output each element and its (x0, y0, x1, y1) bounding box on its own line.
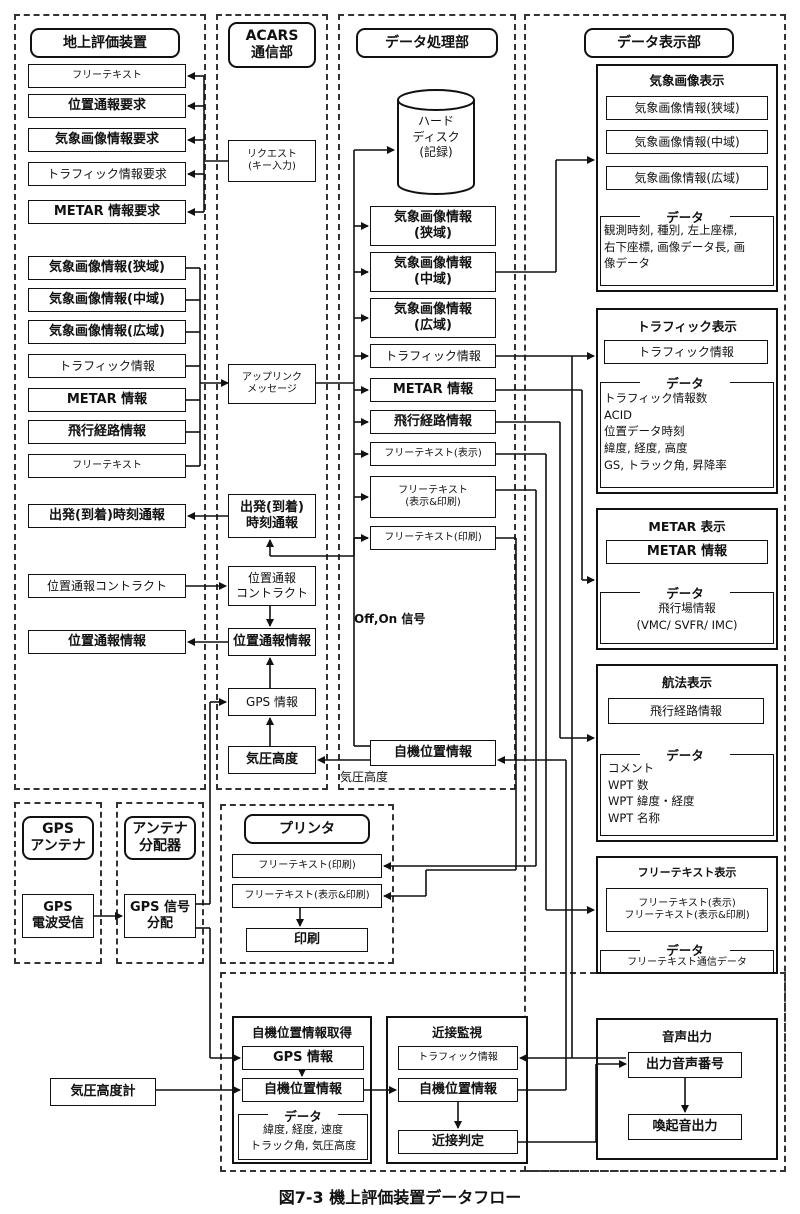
antenna-splitter-frame (116, 802, 204, 964)
acars-section-title: ACARS 通信部 (228, 22, 316, 68)
navigation-data-box (600, 754, 774, 836)
processing-section-title: データ処理部 (356, 28, 498, 58)
acars-uplink-message: アップリンク メッセージ (228, 364, 316, 404)
weather-data-text: 観測時刻, 種別, 左上座標, 右下座標, 画像データ長, 画 像データ (604, 223, 746, 271)
freetext-display-title: フリーテキスト表示 (637, 866, 737, 879)
acq-own-position: 自機位置情報 (242, 1078, 364, 1102)
ground-position-info: 位置通報情報 (28, 630, 186, 654)
baro-altimeter: 気圧高度計 (50, 1078, 156, 1106)
proc-free-text-display-print: フリーテキスト (表示&印刷) (370, 476, 496, 518)
prox-traffic: トラフィック情報 (398, 1046, 518, 1070)
traffic-display-title: トラフィック表示 (637, 319, 737, 334)
proc-weather-narrow: 気象画像情報 (狭域) (370, 206, 496, 246)
ground-departure-report: 出発(到着)時刻通報 (28, 504, 186, 528)
ground-weather-narrow: 気象画像情報(狭域) (28, 256, 186, 280)
ground-metar: METAR 情報 (28, 388, 186, 412)
metar-data-text: 飛行場情報 (VMC/ SVFR/ IMC) (636, 601, 738, 632)
audio-output-number: 出力音声番号 (628, 1052, 742, 1078)
antenna-splitter-title: アンテナ 分配器 (124, 816, 196, 860)
freetext-display-item: フリーテキスト(表示) フリーテキスト(表示&印刷) (606, 888, 768, 932)
antenna-splitter-title-text: アンテナ 分配器 (132, 821, 188, 854)
gps-antenna-frame (14, 802, 102, 964)
acars-title-text: ACARS 通信部 (245, 28, 299, 61)
printer-title: プリンタ (244, 814, 370, 844)
gps-signal-split: GPS 信号 分配 (124, 894, 196, 938)
metar-data-title: データ (640, 583, 730, 602)
ground-position-request: 位置通報要求 (28, 94, 186, 118)
acq-gps-info: GPS 情報 (242, 1046, 364, 1070)
metar-display-title: METAR 表示 (648, 519, 726, 534)
prox-own-position: 自機位置情報 (398, 1078, 518, 1102)
weather-display-narrow: 気象画像情報(狭域) (606, 96, 768, 120)
printer-free-text-print: フリーテキスト(印刷) (232, 854, 382, 878)
processing-section-frame (338, 14, 516, 790)
ground-section-frame (14, 14, 206, 790)
weather-data-box (600, 216, 774, 286)
navigation-display-title: 航法表示 (661, 675, 712, 690)
proc-weather-wide: 気象画像情報 (広域) (370, 298, 496, 338)
proc-metar: METAR 情報 (370, 378, 496, 402)
audio-alert-sound: 喚起音出力 (628, 1114, 742, 1140)
ground-free-text-2: フリーテキスト (28, 454, 186, 478)
ground-weather-mid: 気象画像情報(中域) (28, 288, 186, 312)
acars-position-info: 位置通報情報 (228, 628, 316, 656)
metar-display-item: METAR 情報 (606, 540, 768, 564)
ground-position-contract: 位置通報コントラクト (28, 574, 186, 598)
ground-weather-request: 気象画像情報要求 (28, 128, 186, 152)
traffic-data-box (600, 382, 774, 488)
ground-route: 飛行経路情報 (28, 420, 186, 444)
freetext-data-title: データ (640, 940, 730, 959)
traffic-data-text: トラフィック情報数 ACID 位置データ時刻 緯度, 経度, 高度 GS, トラ… (604, 391, 727, 472)
display-section-title: データ表示部 (584, 28, 734, 58)
ground-metar-request: METAR 情報要求 (28, 200, 186, 224)
ground-free-text-1: フリーテキスト (28, 64, 186, 88)
hard-disk-cylinder: ハード ディスク (記録) (396, 88, 476, 196)
gps-antenna-title-text: GPS アンテナ (30, 821, 86, 854)
weather-data-title: データ (640, 207, 730, 226)
traffic-data-title: データ (640, 373, 730, 392)
hard-disk-icon (397, 89, 475, 195)
gps-reception: GPS 電波受信 (22, 894, 94, 938)
acq-data-text: 緯度, 経度, 速度 トラック角, 気圧高度 (250, 1123, 356, 1152)
proc-own-position: 自機位置情報 (370, 740, 496, 766)
lower-frame (220, 972, 786, 1172)
audio-output-title: 音声出力 (661, 1029, 712, 1044)
baro-altitude-note: 気圧高度 (340, 770, 389, 784)
off-on-signal-note: Off,On 信号 (354, 612, 426, 626)
acars-baro-altitude: 気圧高度 (228, 746, 316, 774)
proc-free-text-display: フリーテキスト(表示) (370, 442, 496, 466)
printer-free-text-display-print: フリーテキスト(表示&印刷) (232, 884, 382, 908)
proximity-title: 近接監視 (431, 1025, 482, 1040)
ground-weather-wide: 気象画像情報(広域) (28, 320, 186, 344)
figure-caption: 図7-3 機上評価装置データフロー (278, 1188, 522, 1207)
printer-frame (220, 804, 394, 964)
hard-disk-label: ハード ディスク (記録) (412, 114, 460, 160)
acars-departure-report: 出発(到着) 時刻通報 (228, 494, 316, 538)
acars-request: リクエスト (キー入力) (228, 140, 316, 182)
weather-display-mid: 気象画像情報(中域) (606, 130, 768, 154)
gps-antenna-title: GPS アンテナ (22, 816, 94, 860)
navigation-data-title: データ (640, 745, 730, 764)
proc-free-text-print: フリーテキスト(印刷) (370, 526, 496, 550)
acars-section-frame (216, 14, 328, 790)
ground-traffic: トラフィック情報 (28, 354, 186, 378)
proc-route: 飛行経路情報 (370, 410, 496, 434)
own-position-acq-title: 自機位置情報取得 (251, 1025, 352, 1040)
acars-gps-info: GPS 情報 (228, 688, 316, 716)
freetext-data-text: フリーテキスト通信データ (627, 957, 747, 968)
acars-position-contract: 位置通報 コントラクト (228, 566, 316, 606)
prox-judgement: 近接判定 (398, 1130, 518, 1154)
proc-weather-mid: 気象画像情報 (中域) (370, 252, 496, 292)
printer-print: 印刷 (246, 928, 368, 952)
traffic-display-item: トラフィック情報 (604, 340, 768, 364)
ground-section-title: 地上評価装置 (30, 28, 180, 58)
weather-display-title: 気象画像表示 (649, 73, 725, 88)
ground-traffic-request: トラフィック情報要求 (28, 162, 186, 186)
weather-display-wide: 気象画像情報(広域) (606, 166, 768, 190)
navigation-display-item: 飛行経路情報 (608, 698, 764, 724)
proc-traffic: トラフィック情報 (370, 344, 496, 368)
navigation-data-text: コメント WPT 数 WPT 緯度・経度 WPT 名称 (608, 761, 695, 826)
acq-data-title: データ (268, 1106, 338, 1125)
